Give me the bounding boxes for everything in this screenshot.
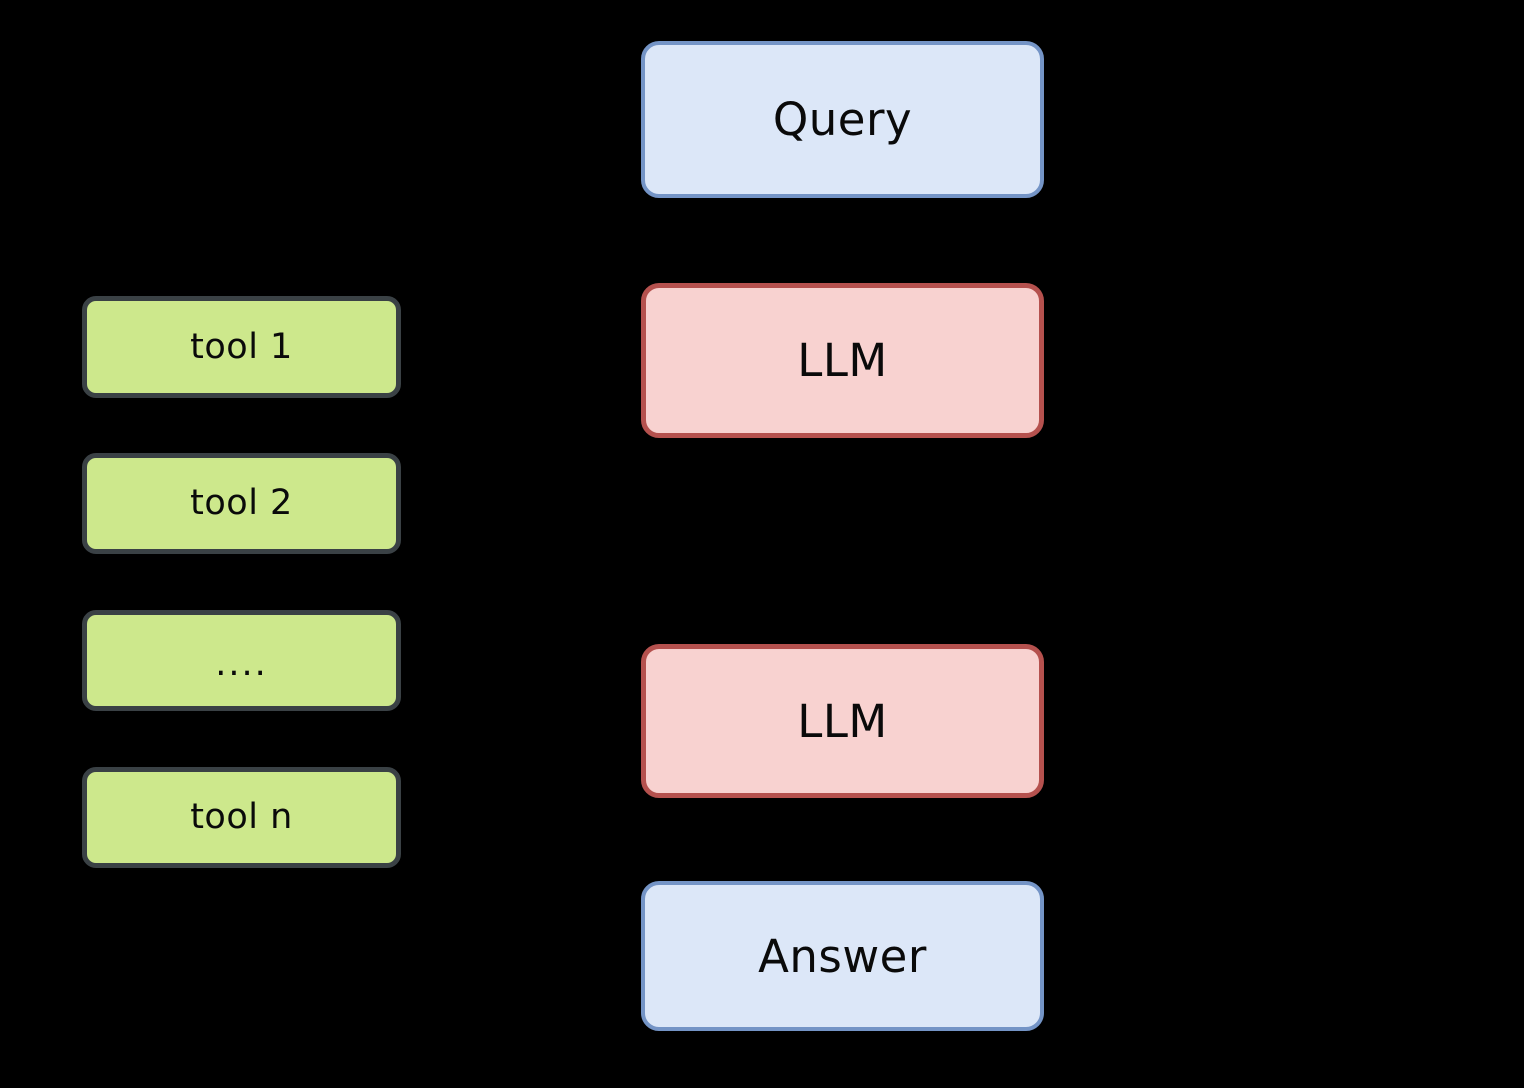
answer-node-label: Answer — [758, 929, 927, 983]
tool-node-2-label: tool 2 — [190, 483, 293, 523]
tool-node-1-label: tool 1 — [190, 326, 293, 367]
tool-node-2[interactable]: tool 2 — [82, 453, 401, 554]
llm-node-1-label: LLM — [797, 334, 888, 387]
tool-node-1[interactable]: tool 1 — [82, 296, 401, 398]
tool-node-n-label: tool n — [190, 797, 293, 837]
tool-node-ellipsis[interactable]: .... — [82, 610, 401, 711]
llm-node-2-label: LLM — [797, 694, 888, 748]
query-node[interactable]: Query — [641, 41, 1044, 198]
query-node-label: Query — [772, 93, 913, 146]
llm-node-1[interactable]: LLM — [641, 283, 1044, 438]
answer-node[interactable]: Answer — [641, 881, 1044, 1031]
tool-node-n[interactable]: tool n — [82, 767, 401, 868]
llm-node-2[interactable]: LLM — [641, 644, 1044, 798]
tool-node-ellipsis-label: .... — [215, 644, 268, 684]
